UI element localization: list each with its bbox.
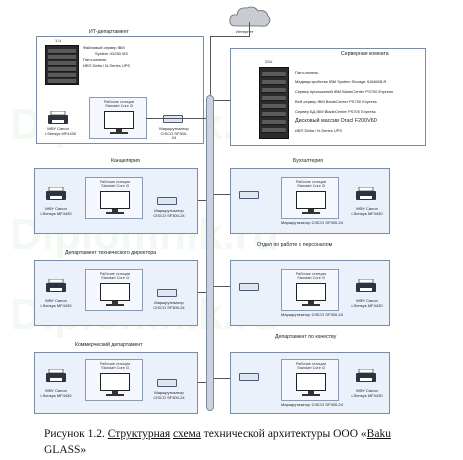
server-label: Файловый сервер IBM: [83, 45, 125, 50]
monitor-icon: [296, 283, 326, 301]
monitor-icon: [296, 191, 326, 209]
server-rack: [45, 45, 79, 85]
monitor-icon: [100, 283, 130, 301]
monitor-icon: [100, 373, 130, 391]
department-link: [214, 378, 230, 379]
department-title: Коммерческий департамент: [75, 342, 143, 348]
server-room-item: Сервер приложений IBM BladeCenter PS700 …: [295, 89, 393, 94]
printer-icon: [356, 187, 376, 200]
department-block: Отдел по работе с персоналом Рабочие ста…: [230, 242, 390, 326]
switch-label: Маршрутизатор CISCO SF300-24: [281, 402, 343, 407]
server-room-title: Серверная комната: [341, 51, 389, 57]
department-link: [214, 286, 230, 287]
server-label: Патч-панель: [83, 57, 107, 62]
it-link: [146, 118, 206, 119]
server-room-item: Патч-панель: [295, 70, 319, 75]
cloud-link: [249, 22, 250, 36]
switch-icon: [163, 115, 183, 123]
switch-icon: [239, 283, 259, 291]
server-room-item: Медиаустройство IBM System Storage SAN06…: [295, 79, 387, 84]
switch-icon: [239, 191, 259, 199]
department-link: [198, 382, 206, 383]
monitor-icon: [100, 191, 130, 209]
printer-icon: [356, 369, 376, 382]
printer-icon: [46, 187, 66, 200]
server-room-item: Дисковый массив Oracl F200V60: [295, 118, 377, 124]
monitor-icon: [104, 111, 134, 129]
switch-icon: [157, 197, 177, 205]
cloud-link: [210, 36, 250, 37]
department-block: Департамент технического директора МФУ C…: [34, 250, 198, 326]
rack-size-label: 1 U: [55, 38, 62, 43]
department-link: [214, 194, 230, 195]
switch-icon: [157, 289, 177, 297]
rack-size-label: 22U: [265, 59, 273, 64]
server-rack: [259, 67, 289, 139]
department-title: Канцелярия: [111, 158, 140, 164]
monitor-icon: [296, 373, 326, 391]
server-label: ИБП Delta / N-Series UPS: [83, 63, 131, 68]
switch-label: Маршрутизатор CISCO SF300-24: [281, 312, 343, 317]
printer-icon: [46, 279, 66, 292]
workstation-label: Рабочие станции: [103, 100, 135, 104]
department-title: Бухгалтерия: [293, 158, 323, 164]
department-link: [198, 292, 206, 293]
it-department: ИТ-департамент 1 U Файловый сервер IBM S…: [36, 29, 204, 144]
printer-icon: [46, 369, 66, 382]
server-label: System X3250 M3: [95, 51, 128, 56]
department-title: Отдел по работе с персоналом: [257, 242, 333, 248]
department-link: [198, 200, 206, 201]
internet-label: Интернет: [236, 29, 254, 34]
printer-icon: [356, 279, 376, 292]
switch-icon: [157, 379, 177, 387]
switch-icon: [239, 373, 259, 381]
cloud-link: [210, 36, 211, 96]
server-room-item: ИБП Delta / N-Series UPS: [295, 128, 343, 133]
switch-label: Маршрутизатор CISCO SF300-24: [281, 220, 343, 225]
department-title: Департамент технического директора: [65, 250, 157, 256]
network-backbone: [206, 95, 214, 411]
internet-cloud-icon: [229, 6, 271, 27]
department-title: Департамент по качеству: [275, 334, 337, 340]
server-room: Серверная комната 22U Патч-панель Медиау…: [230, 48, 426, 146]
it-department-title: ИТ-департамент: [89, 29, 129, 35]
server-room-item: Сервер БД IBM BladeCenter PS700 Express: [295, 109, 376, 114]
server-room-link: [214, 100, 230, 101]
server-room-item: Веб-сервер IBM BladeCenter PS700 Express: [295, 99, 377, 104]
printer-icon: [48, 111, 68, 124]
figure-caption: Рисунок 1.2. Структурная схема техническ…: [44, 428, 391, 456]
workstation-label: Standart Core i3: [105, 104, 133, 109]
